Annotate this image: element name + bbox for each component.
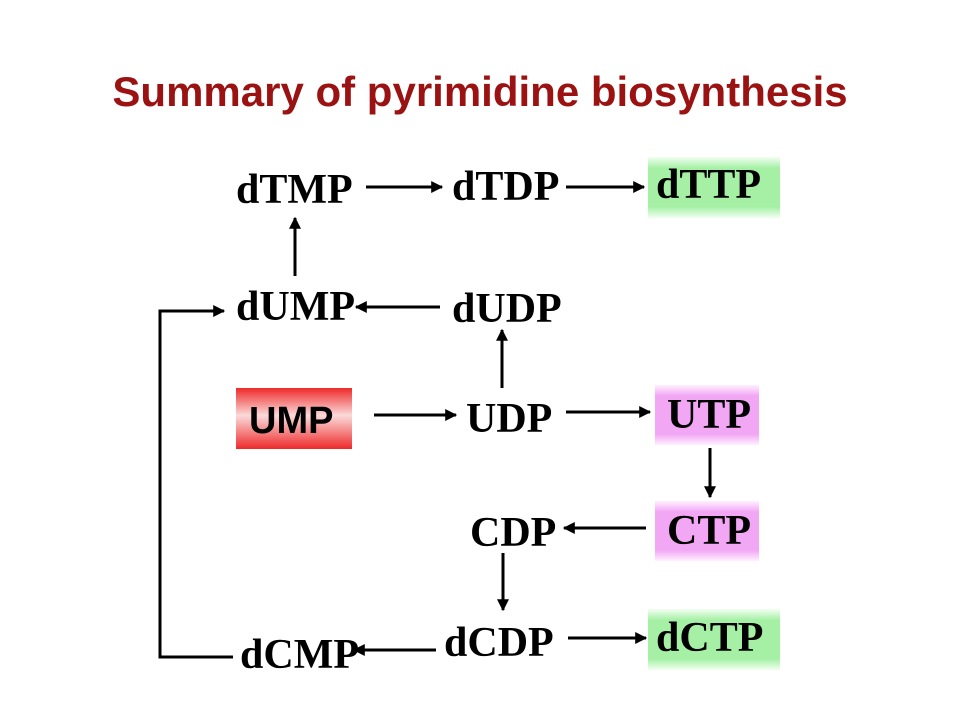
node-dump: dUMP [236, 284, 355, 330]
node-dcmp: dCMP [240, 632, 359, 678]
node-dttp: dTTP [656, 162, 761, 208]
node-utp: UTP [667, 392, 751, 438]
node-cdp: CDP [470, 510, 556, 556]
node-dctp: dCTP [656, 615, 763, 661]
utp-box [655, 385, 759, 445]
diagram-title: Summary of pyrimidine biosynthesis [112, 68, 848, 115]
ctp-box [655, 501, 759, 561]
node-ctp: CTP [667, 508, 751, 554]
dttp-box [648, 157, 780, 218]
arrow-dcmp-to-dump [158, 305, 233, 659]
dctp-box [648, 609, 780, 670]
node-dtmp: dTMP [236, 167, 353, 213]
node-dudp: dUDP [452, 286, 562, 332]
node-dtdp: dTDP [452, 164, 559, 210]
node-dcdp: dCDP [444, 620, 554, 666]
node-ump: UMP [249, 400, 333, 442]
ump-box [236, 388, 352, 449]
node-udp: UDP [466, 396, 552, 442]
